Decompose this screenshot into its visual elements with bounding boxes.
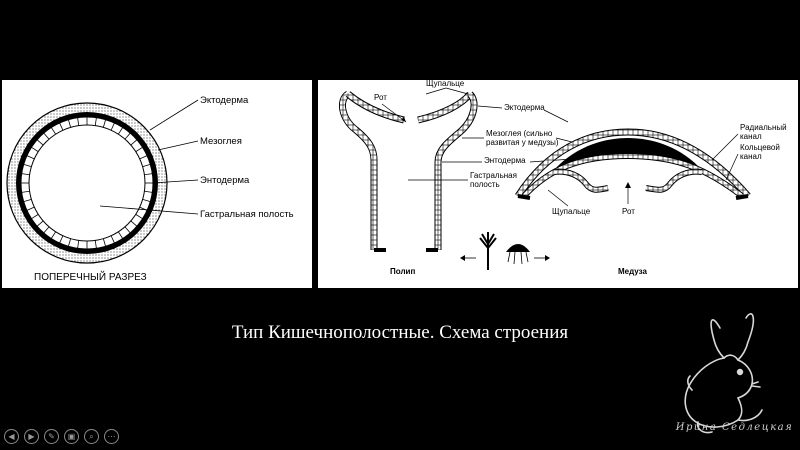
prev-slide-button[interactable]: ◀ xyxy=(4,429,19,444)
label-endoderm: Энтодерма xyxy=(200,175,250,186)
label-ring-line2: канал xyxy=(740,152,762,161)
label-ring-line1: Кольцевой xyxy=(740,143,780,152)
polyp-silhouette-icon xyxy=(479,232,497,270)
mouth-arrow-icon xyxy=(625,182,631,188)
next-slide-icon: ▶ xyxy=(28,431,35,441)
label-gastral-cavity: Гастральная полость xyxy=(200,209,294,220)
label-ectoderm: Эктодерма xyxy=(200,95,249,106)
cross-section-panel: Эктодерма Мезоглея Энтодерма Гастральная… xyxy=(2,80,312,288)
cross-section-title: ПОПЕРЕЧНЫЙ РАЗРЕЗ xyxy=(34,270,147,283)
label-ectoderm-right: Эктодерма xyxy=(504,103,545,112)
medusa-tentacles-icon xyxy=(507,251,529,265)
medusa-silhouette-icon xyxy=(506,244,530,252)
polyp-body xyxy=(338,91,478,252)
arrow-right-icon xyxy=(545,255,550,261)
slideshow-controls: ◀ ▶ ✎ ▣ ⌕ ⋯ xyxy=(4,429,119,444)
polyp-medusa-panel: Рот Щупальце Эктодерма Мезоглея (сильно … xyxy=(318,79,798,288)
label-gastral-line2: полость xyxy=(470,180,500,189)
medusa-body xyxy=(515,128,751,200)
label-endoderm-right: Энтодерма xyxy=(484,156,526,165)
label-medusa-mouth: Рот xyxy=(622,207,635,216)
label-mesoglea: Мезоглея xyxy=(200,136,242,147)
label-radial-line1: Радиальный xyxy=(740,123,787,132)
zoom-icon: ⌕ xyxy=(89,431,94,441)
cross-section-diagram: Эктодерма Мезоглея Энтодерма Гастральная… xyxy=(6,95,294,283)
zoom-button[interactable]: ⌕ xyxy=(84,429,99,444)
slide-sorter-icon: ▣ xyxy=(67,431,76,441)
label-radial-line2: канал xyxy=(740,132,762,141)
arrow-left-icon xyxy=(460,255,465,261)
more-options-button[interactable]: ⋯ xyxy=(104,429,119,444)
label-polyp-mouth: Рот xyxy=(374,93,387,102)
pen-tool-button[interactable]: ✎ xyxy=(44,429,59,444)
slide-sorter-button[interactable]: ▣ xyxy=(64,429,79,444)
medusa-title: Медуза xyxy=(618,267,648,276)
label-mesoglea-line1: Мезоглея (сильно xyxy=(486,129,553,138)
author-signature: Ирина Седлецкая xyxy=(675,422,794,433)
rabbit-logo xyxy=(684,313,763,434)
rabbit-eye-icon xyxy=(736,368,744,376)
label-tentacle-bottom: Щупальце xyxy=(552,207,591,216)
gastral-cavity xyxy=(28,124,146,242)
next-slide-button[interactable]: ▶ xyxy=(24,429,39,444)
prev-slide-icon: ◀ xyxy=(8,431,15,441)
pen-tool-icon: ✎ xyxy=(48,431,55,441)
label-mesoglea-line2: развитая у медузы) xyxy=(486,138,559,147)
label-tentacle-top: Щупальце xyxy=(426,80,465,88)
polyp-title: Полип xyxy=(390,267,415,276)
slide-caption: Тип Кишечнополостные. Схема строения xyxy=(231,322,569,343)
more-options-icon: ⋯ xyxy=(107,431,116,441)
label-gastral-line1: Гастральная xyxy=(470,171,517,180)
polyp-medusa-diagram: Рот Щупальце Эктодерма Мезоглея (сильно … xyxy=(338,79,787,276)
